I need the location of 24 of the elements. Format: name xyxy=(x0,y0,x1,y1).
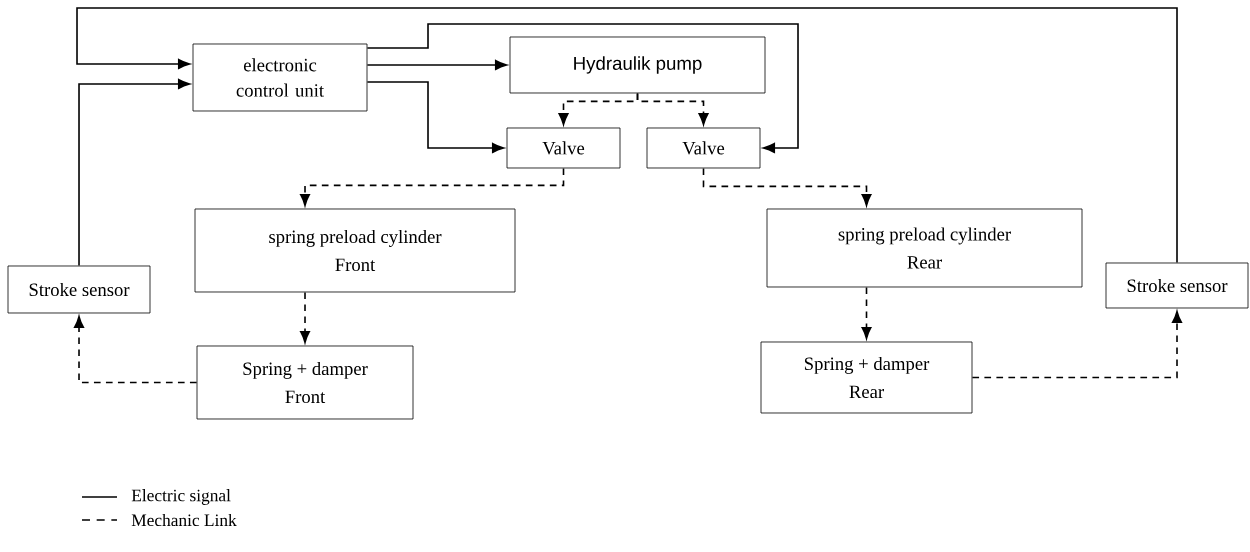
arrow xyxy=(366,59,508,71)
legend-text: Mechanic Link xyxy=(131,513,237,527)
arrow xyxy=(76,7,1178,264)
arrow xyxy=(366,81,505,154)
arrow xyxy=(366,23,799,154)
spring-damper-box: Spring + damper Front xyxy=(196,345,414,420)
dashed-arrow xyxy=(636,92,709,126)
cylinder-box: spring preload cylinder Front xyxy=(194,208,516,293)
valve-box: Valve xyxy=(646,127,761,169)
dashed-arrow xyxy=(971,310,1183,379)
dashed-arrow xyxy=(73,315,198,384)
spring-damper-box: Spring + damper Rear xyxy=(760,341,973,414)
dashed-arrow xyxy=(861,286,872,340)
valve-box: Valve xyxy=(506,127,621,169)
sensor-box: Stroke sensor xyxy=(1105,262,1249,309)
sensor-box: Stroke sensor xyxy=(7,265,151,314)
pump-box: Hydraulik pump xyxy=(509,36,766,94)
dashed-arrow xyxy=(702,167,872,207)
dashed-arrow xyxy=(299,167,565,207)
arrow xyxy=(78,78,191,267)
cylinder-box: spring preload cylinder Rear xyxy=(766,208,1083,288)
control-unit-box: electronic control unit xyxy=(192,43,368,112)
legend-text: Electric signal xyxy=(131,489,231,505)
dashed-arrow xyxy=(299,291,311,344)
